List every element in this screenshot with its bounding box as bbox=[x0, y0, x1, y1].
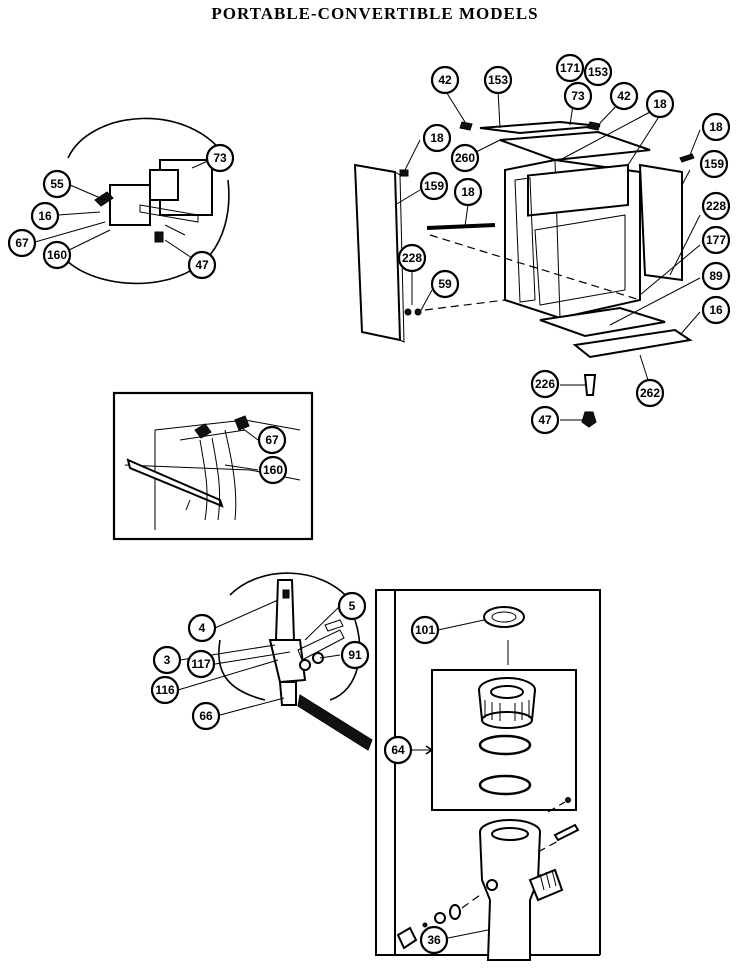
callout-228-right: 228 bbox=[701, 191, 731, 221]
cabinet-exploded-view bbox=[353, 89, 701, 428]
svg-text:117: 117 bbox=[191, 657, 211, 671]
screw-226 bbox=[583, 374, 597, 396]
callout-64: 64 bbox=[383, 735, 413, 765]
svg-text:153: 153 bbox=[488, 73, 508, 87]
callout-226: 226 bbox=[530, 369, 560, 399]
right-side-panel bbox=[638, 163, 683, 282]
svg-text:5: 5 bbox=[349, 599, 356, 613]
svg-text:42: 42 bbox=[617, 89, 631, 103]
svg-text:160: 160 bbox=[47, 248, 67, 262]
callout-153-b: 153 bbox=[583, 57, 613, 87]
svg-text:159: 159 bbox=[424, 179, 444, 193]
callout-42-top: 42 bbox=[430, 65, 460, 95]
svg-text:42: 42 bbox=[438, 73, 452, 87]
svg-text:116: 116 bbox=[155, 683, 175, 697]
latch-housing bbox=[94, 159, 213, 243]
svg-text:66: 66 bbox=[199, 709, 213, 723]
callout-66: 66 bbox=[191, 701, 221, 731]
callout-73-top: 73 bbox=[563, 81, 593, 111]
callout-16-right: 16 bbox=[701, 295, 731, 325]
callout-116: 116 bbox=[150, 675, 180, 705]
callout-117: 117 bbox=[186, 649, 216, 679]
svg-text:16: 16 bbox=[709, 303, 723, 317]
callout-73-left: 73 bbox=[205, 143, 235, 173]
svg-text:18: 18 bbox=[430, 131, 444, 145]
callout-171: 171 bbox=[555, 53, 585, 83]
svg-text:101: 101 bbox=[415, 623, 435, 637]
callout-18-left: 18 bbox=[422, 123, 452, 153]
svg-text:64: 64 bbox=[391, 743, 405, 757]
fill-connector-exploded bbox=[375, 589, 601, 961]
callout-18-right: 18 bbox=[701, 112, 731, 142]
svg-text:59: 59 bbox=[438, 277, 452, 291]
callout-160-box: 160 bbox=[258, 455, 288, 485]
svg-text:36: 36 bbox=[427, 933, 441, 947]
callouts: 42 153 171 153 73 42 18 18 260 159 18 18… bbox=[7, 53, 731, 955]
svg-text:160: 160 bbox=[263, 463, 283, 477]
page-title: PORTABLE-CONVERTIBLE MODELS bbox=[211, 4, 539, 23]
svg-text:16: 16 bbox=[38, 209, 52, 223]
svg-text:228: 228 bbox=[402, 251, 422, 265]
svg-text:153: 153 bbox=[588, 65, 608, 79]
svg-text:47: 47 bbox=[195, 258, 209, 272]
callout-5: 5 bbox=[337, 591, 367, 621]
callout-59: 59 bbox=[430, 269, 460, 299]
callout-18-mid: 18 bbox=[453, 177, 483, 207]
callout-159-right: 159 bbox=[699, 149, 729, 179]
svg-text:18: 18 bbox=[709, 120, 723, 134]
callout-177: 177 bbox=[701, 225, 731, 255]
callout-159-left: 159 bbox=[419, 171, 449, 201]
callout-260: 260 bbox=[450, 143, 480, 173]
hose-detail-box bbox=[112, 391, 314, 541]
callout-47-left: 47 bbox=[187, 250, 217, 280]
kick-plate bbox=[572, 328, 693, 359]
callout-18-top: 18 bbox=[645, 89, 675, 119]
callout-153: 153 bbox=[483, 65, 513, 95]
svg-text:55: 55 bbox=[50, 177, 64, 191]
callout-101: 101 bbox=[410, 615, 440, 645]
left-side-panel bbox=[353, 163, 402, 342]
svg-text:89: 89 bbox=[709, 269, 723, 283]
callout-91: 91 bbox=[340, 640, 370, 670]
svg-text:3: 3 bbox=[164, 653, 171, 667]
callout-228-left: 228 bbox=[397, 243, 427, 273]
svg-text:4: 4 bbox=[199, 621, 206, 635]
svg-text:226: 226 bbox=[535, 377, 555, 391]
svg-text:159: 159 bbox=[704, 157, 724, 171]
svg-text:67: 67 bbox=[15, 236, 29, 250]
svg-text:18: 18 bbox=[653, 97, 667, 111]
callout-16-left: 16 bbox=[30, 201, 60, 231]
svg-text:67: 67 bbox=[265, 433, 279, 447]
base-tray bbox=[539, 306, 666, 338]
latch-detail-inset bbox=[34, 117, 230, 285]
svg-text:177: 177 bbox=[706, 233, 726, 247]
callout-262: 262 bbox=[635, 378, 665, 408]
callout-47-right: 47 bbox=[530, 405, 560, 435]
svg-text:262: 262 bbox=[640, 386, 660, 400]
callout-36: 36 bbox=[419, 925, 449, 955]
top-panel bbox=[499, 130, 651, 162]
svg-text:47: 47 bbox=[538, 413, 552, 427]
callout-67-left: 67 bbox=[7, 228, 37, 258]
svg-text:171: 171 bbox=[560, 61, 580, 75]
svg-text:73: 73 bbox=[571, 89, 585, 103]
svg-text:18: 18 bbox=[461, 185, 475, 199]
svg-text:73: 73 bbox=[213, 151, 227, 165]
callout-160-left: 160 bbox=[42, 240, 72, 270]
callout-89: 89 bbox=[701, 261, 731, 291]
svg-text:260: 260 bbox=[455, 151, 475, 165]
callout-3: 3 bbox=[152, 645, 182, 675]
svg-text:228: 228 bbox=[706, 199, 726, 213]
callout-4: 4 bbox=[187, 613, 217, 643]
callout-42-right: 42 bbox=[609, 81, 639, 111]
svg-text:91: 91 bbox=[348, 648, 362, 662]
callout-67-box: 67 bbox=[257, 425, 287, 455]
callout-55: 55 bbox=[42, 169, 72, 199]
